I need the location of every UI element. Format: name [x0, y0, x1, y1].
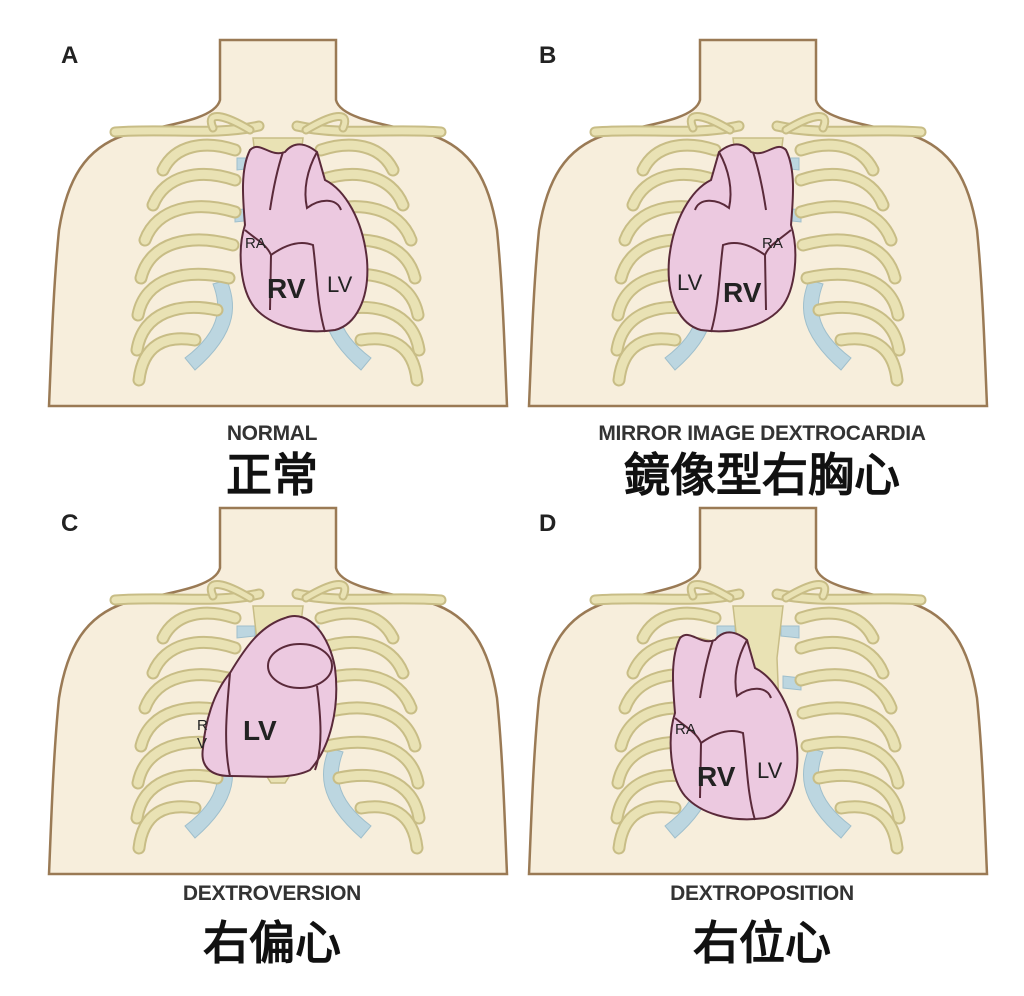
label-ra: RA [245, 235, 266, 252]
caption-en-b: MIRROR IMAGE DEXTROCARDIA [598, 422, 926, 445]
heart-mirror [667, 143, 797, 333]
panel-c: R V LV C [45, 508, 515, 928]
torso-diagram-d: RA RV LV [525, 508, 995, 928]
label-lv: LV [327, 272, 353, 297]
panel-b: RA RV LV B [525, 40, 995, 460]
label-rv-v: V [197, 735, 207, 752]
panel-letter: D [539, 510, 557, 537]
panel-a: RA RV LV A [45, 40, 515, 460]
caption-en-c: DEXTROVERSION [182, 882, 362, 905]
label-rv: RV [267, 273, 306, 304]
heart-normal: RA RV LV [239, 143, 369, 333]
torso-diagram-a: RA RV LV [45, 40, 515, 460]
caption-en-d: DEXTROPOSITION [670, 882, 854, 905]
caption-en-a: NORMAL [226, 422, 318, 445]
torso-diagram-b: RA RV LV [525, 40, 995, 460]
caption-zh-a: 正常 [226, 448, 318, 502]
heart-dextroposition: RA RV LV [669, 631, 799, 821]
label-rv: RV [697, 761, 736, 792]
caption-zh-b: 鏡像型右胸心 [624, 448, 900, 502]
label-ra: RA [762, 235, 783, 252]
label-rv: RV [723, 277, 762, 308]
torso-diagram-c: R V LV [45, 508, 515, 928]
caption-zh-c: 右偏心 [203, 916, 341, 970]
label-lv: LV [677, 270, 703, 295]
label-ra: RA [675, 721, 696, 738]
label-rv-r: R [197, 717, 208, 734]
label-lv: LV [757, 758, 783, 783]
label-lv: LV [243, 715, 277, 746]
heart-dextroversion: R V LV [197, 615, 338, 778]
panel-d: RA RV LV D [525, 508, 995, 928]
panel-letter: C [61, 510, 79, 537]
panel-letter: A [61, 42, 79, 69]
caption-zh-d: 右位心 [693, 916, 831, 970]
panel-letter: B [539, 42, 557, 69]
